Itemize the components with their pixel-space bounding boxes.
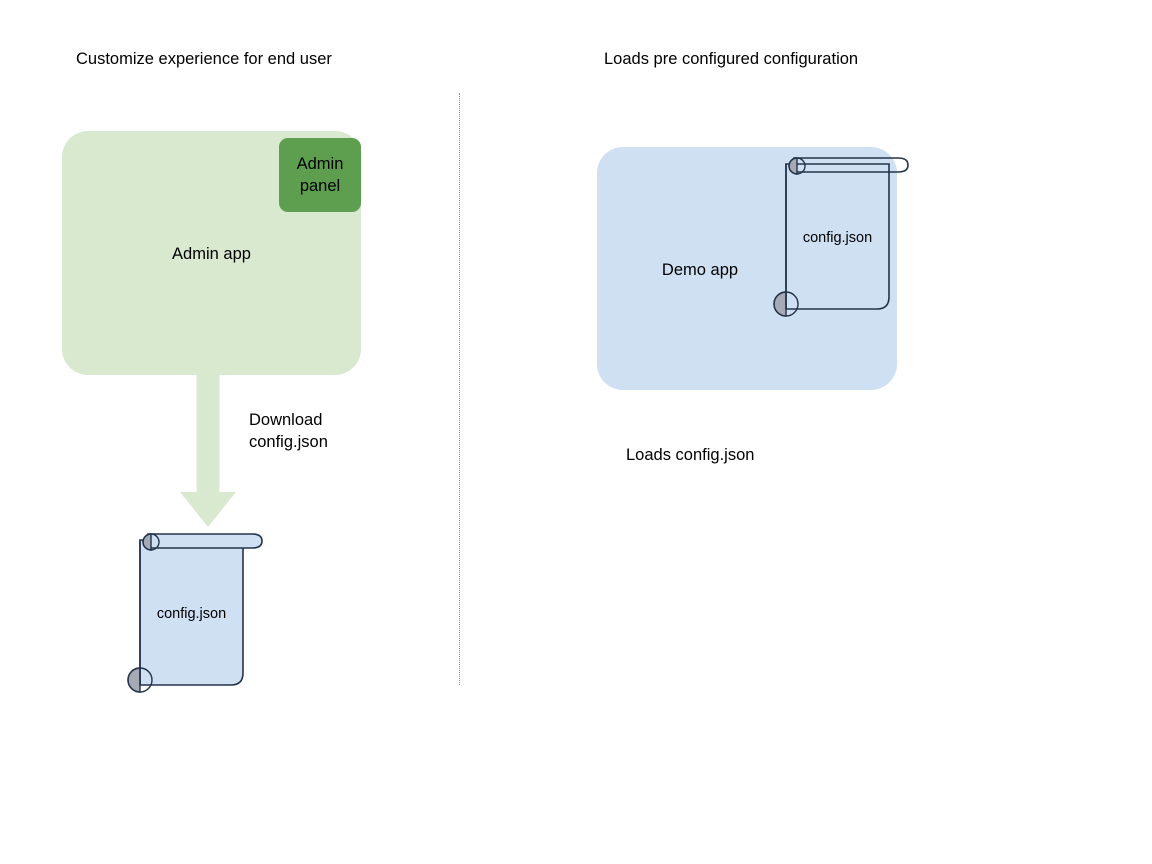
config-json-document-right[interactable]: config.json: [766, 152, 916, 317]
loads-config-caption: Loads config.json: [626, 446, 755, 464]
right-panel-heading: Loads pre configured configuration: [604, 50, 859, 68]
config-json-label-left: config.json: [156, 606, 227, 622]
admin-panel-badge[interactable]: Admin panel: [279, 138, 361, 212]
admin-panel-badge-line2: panel: [299, 177, 341, 195]
demo-app-label: Demo app: [661, 261, 739, 279]
admin-panel-badge-line1: Admin: [296, 155, 344, 173]
download-arrow-label-line2: config.json: [249, 433, 328, 451]
config-json-document-left[interactable]: config.json: [120, 528, 270, 693]
panel-divider: [459, 93, 460, 685]
download-arrow: [180, 374, 236, 527]
config-json-label-right: config.json: [802, 230, 873, 246]
demo-app-box[interactable]: [597, 147, 897, 390]
admin-app-label: Admin app: [172, 245, 251, 263]
left-panel-heading: Customize experience for end user: [76, 50, 332, 68]
download-arrow-label-line1: Download: [249, 411, 323, 429]
